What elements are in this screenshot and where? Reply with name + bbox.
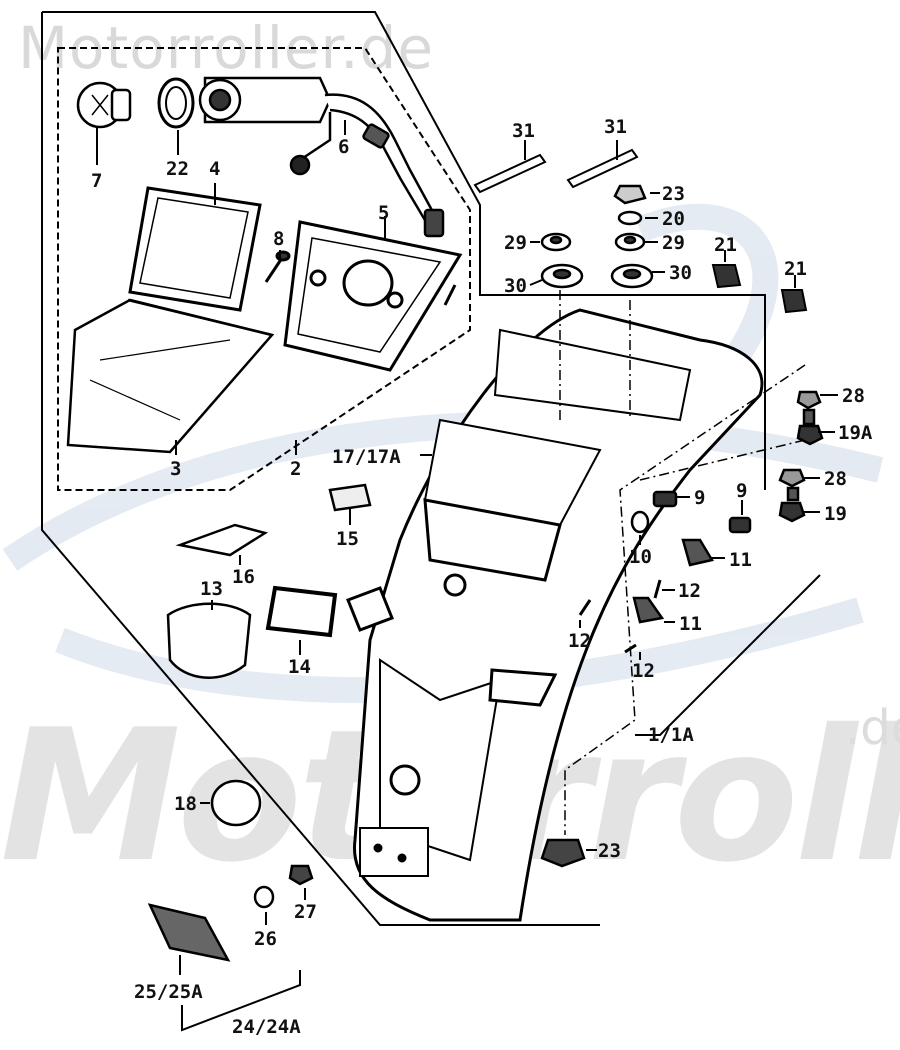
- pads-31: [473, 148, 639, 194]
- rubber-mounts: [540, 184, 654, 289]
- label-10: 10: [629, 546, 652, 568]
- label-3: 3: [170, 458, 182, 480]
- lens-gasket: [128, 186, 262, 312]
- label-30a: 30: [504, 275, 527, 297]
- label-23b: 23: [598, 840, 621, 862]
- small-parts-left: [147, 483, 372, 962]
- label-22: 22: [166, 158, 189, 180]
- label-23a: 23: [662, 183, 685, 205]
- label-11a: 11: [729, 549, 752, 571]
- label-11b: 11: [679, 613, 702, 635]
- label-29a: 29: [504, 232, 527, 254]
- label-28b: 28: [824, 468, 847, 490]
- label-29b: 29: [662, 232, 685, 254]
- label-5: 5: [378, 202, 390, 224]
- label-20: 20: [662, 208, 685, 230]
- mount-centerlines: [559, 290, 806, 835]
- label-24: 24/24A: [232, 1016, 301, 1038]
- label-14: 14: [288, 656, 311, 678]
- watermark-suffix: .de: [845, 700, 900, 756]
- label-2: 2: [290, 458, 302, 480]
- bulb: [76, 81, 132, 129]
- label-13: 13: [200, 578, 223, 600]
- label-15: 15: [336, 528, 359, 550]
- label-7: 7: [91, 170, 103, 192]
- label-25: 25/25A: [134, 981, 203, 1003]
- socket-harness: [198, 76, 445, 238]
- label-31a: 31: [512, 120, 535, 142]
- label-17: 17/17A: [332, 446, 401, 468]
- clips-21: [711, 264, 808, 314]
- label-12b: 12: [568, 630, 591, 652]
- label-26: 26: [254, 928, 277, 950]
- label-1: 1/1A: [648, 724, 694, 746]
- label-19: 19: [824, 503, 847, 525]
- label-21b: 21: [784, 258, 807, 280]
- lens-cover: [66, 298, 275, 454]
- label-30b: 30: [669, 262, 692, 284]
- label-4: 4: [209, 158, 221, 180]
- label-28a: 28: [842, 385, 865, 407]
- label-9b: 9: [736, 480, 748, 502]
- assembly-outline: [41, 11, 766, 926]
- label-18: 18: [174, 793, 197, 815]
- label-16: 16: [232, 566, 255, 588]
- seal-ring: [157, 77, 195, 129]
- label-12a: 12: [678, 580, 701, 602]
- label-12c: 12: [632, 660, 655, 682]
- label-21a: 21: [714, 234, 737, 256]
- label-6: 6: [338, 136, 350, 158]
- label-31b: 31: [604, 116, 627, 138]
- label-9a: 9: [694, 487, 706, 509]
- fasteners: [540, 390, 824, 868]
- label-19a: 19A: [838, 422, 873, 444]
- label-27: 27: [294, 901, 317, 923]
- light-housing: [283, 220, 463, 372]
- label-8: 8: [273, 228, 285, 250]
- leader-lines: [96, 120, 838, 1032]
